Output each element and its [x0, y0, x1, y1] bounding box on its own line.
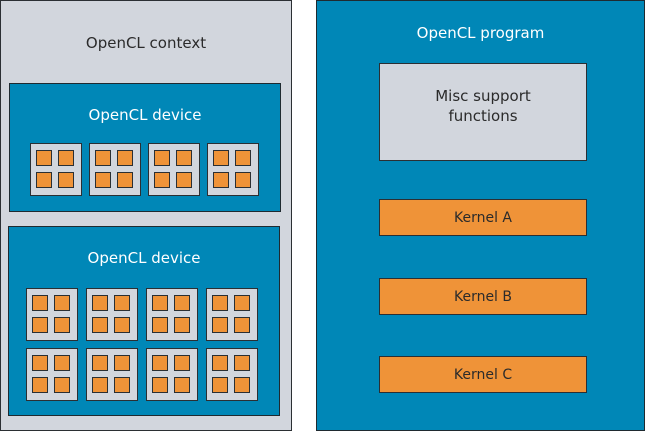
processing-element	[95, 150, 111, 166]
processing-element	[152, 355, 168, 371]
processing-element	[92, 295, 108, 311]
compute-unit	[86, 348, 138, 401]
compute-unit	[206, 288, 258, 341]
processing-element	[213, 150, 229, 166]
processing-element	[32, 317, 48, 333]
processing-element	[234, 377, 250, 393]
processing-element	[54, 295, 70, 311]
processing-element	[212, 377, 228, 393]
opencl-device-1: OpenCL device	[9, 83, 281, 212]
processing-element	[176, 150, 192, 166]
processing-element	[212, 317, 228, 333]
processing-element	[114, 295, 130, 311]
compute-unit	[26, 288, 78, 341]
misc-support-functions: Misc support functions	[379, 63, 587, 161]
kernel-a: Kernel A	[379, 199, 587, 236]
device-label: OpenCL device	[88, 106, 202, 124]
opencl-device-2: OpenCL device	[8, 226, 280, 416]
processing-element	[58, 172, 74, 188]
processing-element	[54, 355, 70, 371]
compute-unit	[207, 143, 259, 196]
kernel-label: Kernel A	[453, 209, 512, 226]
processing-element	[36, 172, 52, 188]
opencl-program: OpenCL program Misc support functions Ke…	[316, 0, 645, 431]
kernel-b: Kernel B	[379, 278, 587, 315]
context-label: OpenCL context	[85, 34, 207, 52]
processing-element	[212, 295, 228, 311]
processing-element	[174, 317, 190, 333]
compute-unit	[26, 348, 78, 401]
processing-element	[32, 295, 48, 311]
processing-element	[54, 317, 70, 333]
processing-element	[92, 377, 108, 393]
processing-element	[114, 317, 130, 333]
processing-element	[32, 355, 48, 371]
processing-element	[114, 377, 130, 393]
compute-unit	[148, 143, 200, 196]
compute-unit	[146, 288, 198, 341]
processing-element	[117, 172, 133, 188]
processing-element	[54, 377, 70, 393]
compute-unit	[146, 348, 198, 401]
processing-element	[212, 355, 228, 371]
processing-element	[117, 150, 133, 166]
processing-element	[36, 150, 52, 166]
compute-unit	[89, 143, 141, 196]
processing-element	[234, 355, 250, 371]
processing-element	[174, 355, 190, 371]
processing-element	[176, 172, 192, 188]
misc-label: Misc support functions	[435, 87, 531, 125]
processing-element	[92, 317, 108, 333]
processing-element	[154, 172, 170, 188]
kernel-label: Kernel B	[453, 288, 513, 305]
processing-element	[95, 172, 111, 188]
kernel-label: Kernel C	[453, 366, 513, 383]
processing-element	[235, 150, 251, 166]
compute-unit	[206, 348, 258, 401]
processing-element	[234, 317, 250, 333]
device-label: OpenCL device	[87, 249, 201, 267]
processing-element	[154, 150, 170, 166]
processing-element	[174, 377, 190, 393]
compute-unit	[86, 288, 138, 341]
compute-unit	[30, 143, 82, 196]
processing-element	[174, 295, 190, 311]
processing-element	[234, 295, 250, 311]
processing-element	[152, 295, 168, 311]
processing-element	[235, 172, 251, 188]
processing-element	[152, 317, 168, 333]
program-label: OpenCL program	[416, 24, 545, 42]
processing-element	[58, 150, 74, 166]
processing-element	[92, 355, 108, 371]
processing-element	[152, 377, 168, 393]
processing-element	[32, 377, 48, 393]
processing-element	[213, 172, 229, 188]
processing-element	[114, 355, 130, 371]
kernel-c: Kernel C	[379, 356, 587, 393]
